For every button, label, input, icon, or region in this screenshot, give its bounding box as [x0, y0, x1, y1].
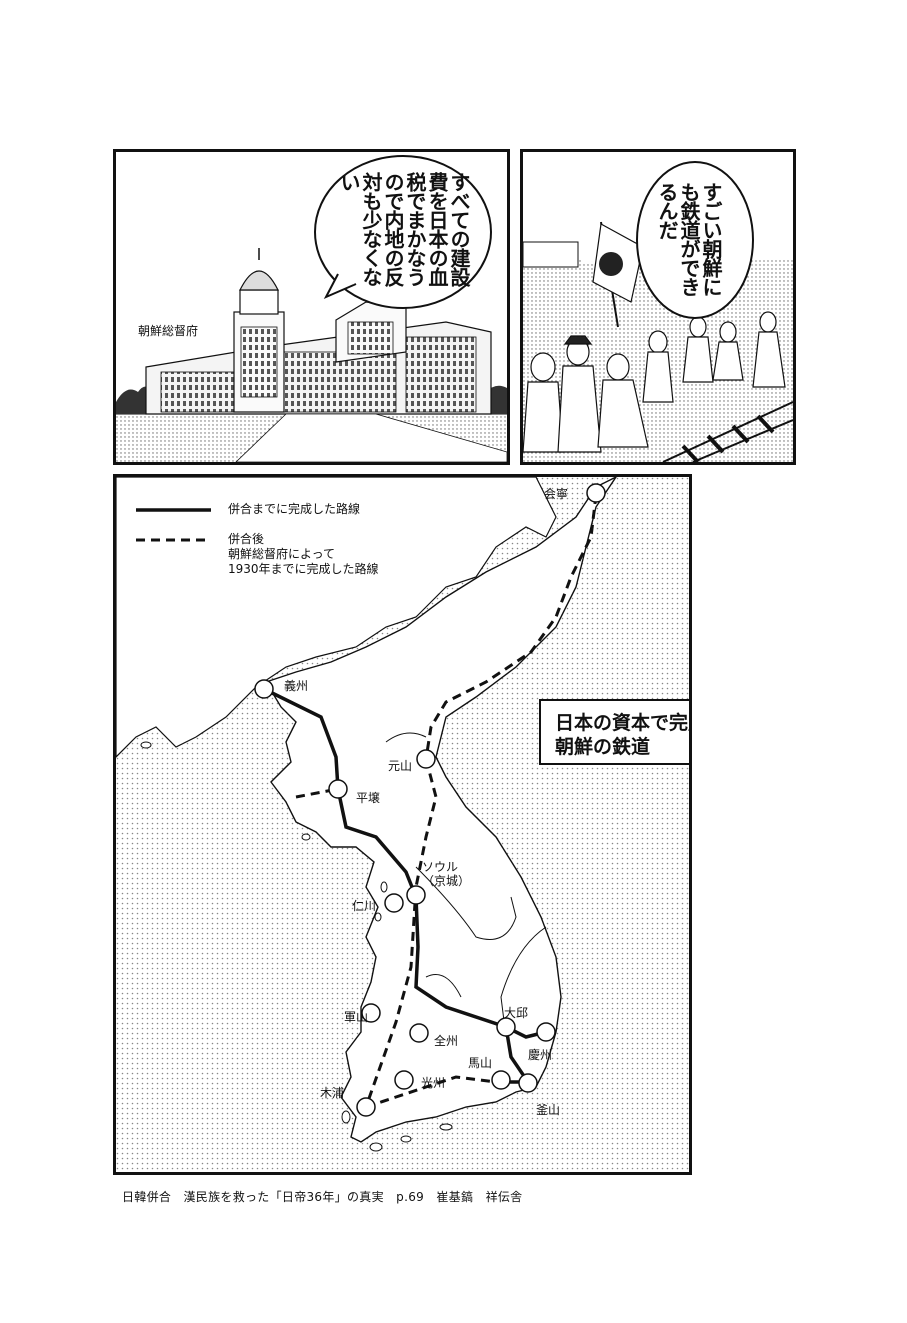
- city-hoeryong: 会寧: [544, 487, 569, 501]
- map-caption-box: 日本の資本で完成した 朝鮮の鉄道: [539, 699, 689, 765]
- city-seoul: ソウル: [422, 860, 459, 874]
- city-daegu: 大邱: [504, 1006, 529, 1020]
- city-keijo: （京城）: [422, 874, 471, 888]
- legend-dashed-label: 併合後 朝鮮総督府によって 1930年までに完成した路線: [228, 532, 379, 576]
- city-uiju: 義州: [284, 679, 309, 693]
- panel-railway-map: 併合までに完成した路線 併合後 朝鮮総督府によって 1930年までに完成した路線…: [113, 474, 692, 1175]
- northern-land: [116, 477, 557, 758]
- panel-government-general-building: 朝鮮総督府 すべての建設費を日本の血税でまかなうので内地の反対も少なくない: [113, 149, 510, 465]
- city-incheon: 仁川: [352, 899, 377, 913]
- city-wonsan: 元山: [388, 759, 413, 773]
- legend-solid-label: 併合までに完成した路線: [228, 502, 361, 516]
- building-label: 朝鮮総督府: [138, 324, 199, 338]
- station-markers: [254, 483, 606, 1117]
- crowd-illustration: [523, 161, 793, 462]
- city-pyongyang: 平壌: [356, 791, 381, 805]
- city-gwangju: 光州: [421, 1076, 446, 1090]
- city-gyeongju: 慶州: [528, 1048, 553, 1062]
- city-jeonju: 全州: [434, 1034, 459, 1048]
- government-building-illustration: [116, 155, 507, 462]
- city-masan: 馬山: [468, 1056, 493, 1070]
- speech-bubble-text: すごい朝鮮にも鉄道ができるんだ: [655, 182, 723, 296]
- korean-peninsula: [264, 477, 617, 1143]
- speech-bubble-text: すべての建設費を日本の血税でまかなうので内地の反対も少なくない: [337, 172, 471, 286]
- city-gunsan: 軍山: [344, 1010, 369, 1024]
- city-mokpo: 木浦: [320, 1086, 345, 1100]
- source-citation: 日韓併合 漢民族を救った「日帝36年」の真実 p.69 崔基鎬 祥伝舎: [122, 1190, 523, 1204]
- city-busan: 釜山: [536, 1103, 561, 1117]
- panel-crowd-railway: すごい朝鮮にも鉄道ができるんだ: [520, 149, 796, 465]
- korea-railway-map: [116, 477, 689, 1172]
